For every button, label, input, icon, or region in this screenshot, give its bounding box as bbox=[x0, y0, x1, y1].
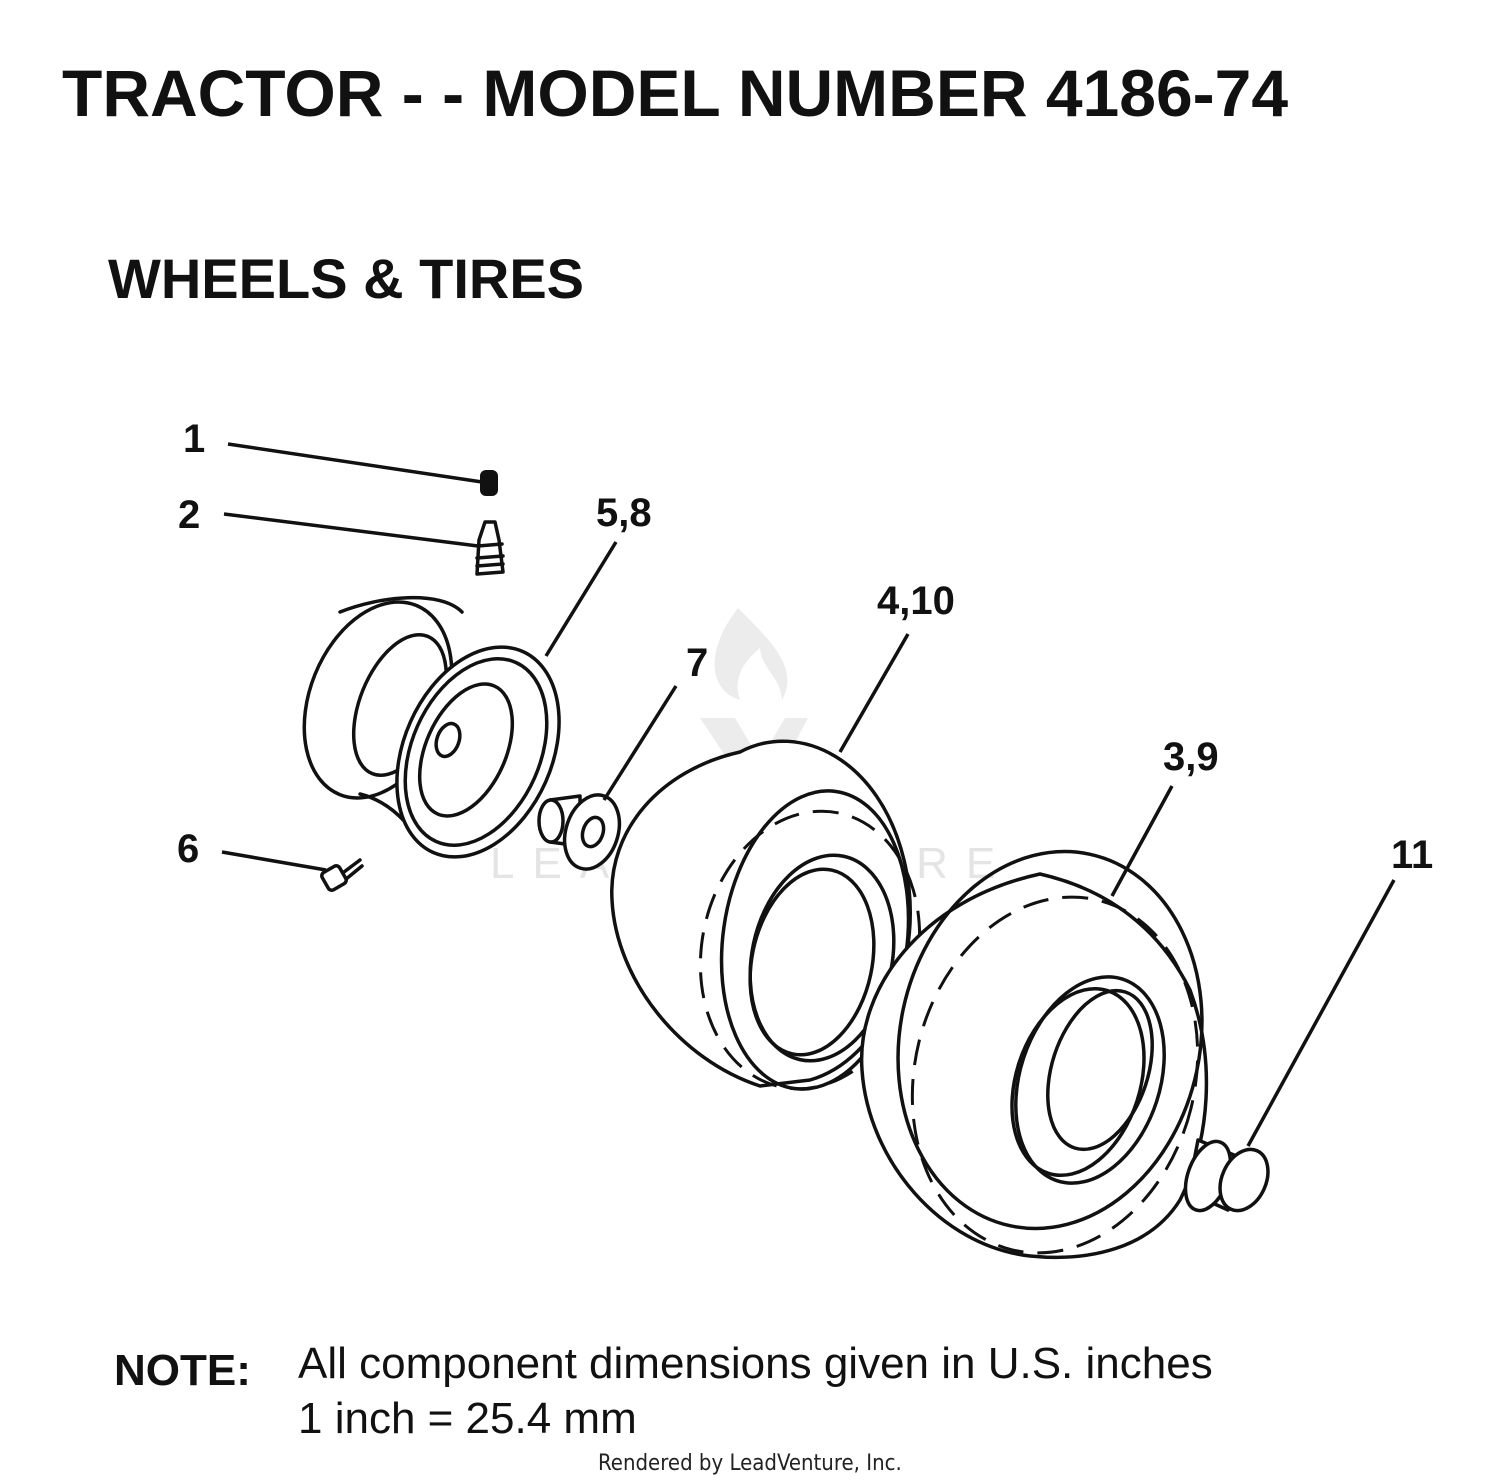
leader-line-2 bbox=[223, 512, 479, 548]
section-title: WHEELS & TIRES bbox=[108, 247, 584, 310]
valve-cap-part bbox=[480, 470, 498, 496]
valve-stem-part bbox=[475, 520, 505, 576]
callout-2: 2 bbox=[178, 493, 200, 537]
page-title: TRACTOR - - MODEL NUMBER 4186-74 bbox=[62, 56, 1288, 130]
render-credit: Rendered by LeadVenture, Inc. bbox=[598, 1451, 902, 1476]
leader-line-1 bbox=[227, 442, 483, 484]
bolt-part bbox=[320, 858, 364, 892]
front-tire-part bbox=[610, 739, 922, 1091]
leader-line-3-9 bbox=[1110, 785, 1174, 897]
bushing-part bbox=[537, 793, 622, 871]
callout-7: 7 bbox=[686, 641, 708, 685]
callout-3-9: 3,9 bbox=[1163, 735, 1219, 779]
note-line-2: 1 inch = 25.4 mm bbox=[298, 1394, 637, 1443]
callout-4-10: 4,10 bbox=[877, 579, 955, 623]
leader-line-6 bbox=[221, 850, 327, 872]
callout-1: 1 bbox=[183, 417, 205, 461]
callout-5-8: 5,8 bbox=[596, 491, 652, 535]
note-line-1: All component dimensions given in U.S. i… bbox=[298, 1339, 1213, 1388]
hub-cap-part bbox=[1183, 1138, 1270, 1213]
wheel-rim-part bbox=[302, 596, 561, 859]
callout-6: 6 bbox=[177, 827, 199, 871]
rear-tire-part bbox=[859, 849, 1209, 1260]
leader-line-7 bbox=[602, 685, 678, 801]
leader-line-11 bbox=[1246, 879, 1396, 1147]
leader-line-5-8 bbox=[544, 541, 618, 657]
note-label: NOTE: bbox=[114, 1346, 251, 1395]
leader-line-4-10 bbox=[838, 633, 910, 753]
callout-11: 11 bbox=[1391, 833, 1433, 877]
